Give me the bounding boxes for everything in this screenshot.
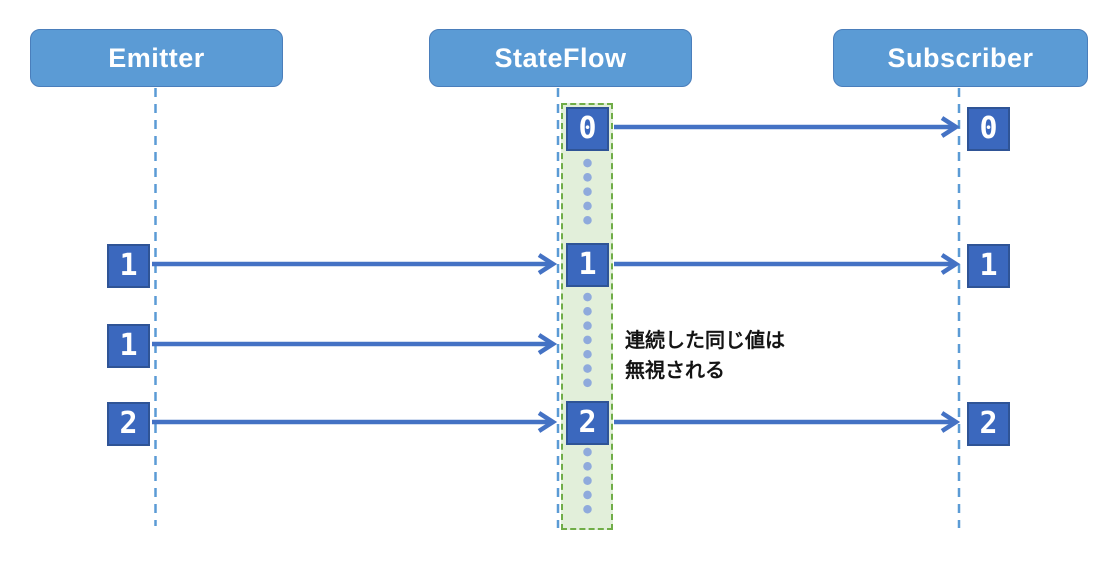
emitter-value-box: 2: [107, 402, 150, 446]
arrowhead-icon: [537, 411, 558, 433]
subscriber-value-box: 2: [967, 402, 1010, 446]
annotation-line-2: 無視される: [625, 360, 725, 382]
arrowhead-icon: [940, 411, 961, 433]
arrowhead-icon: [940, 253, 961, 275]
arrowhead-icon: [940, 116, 961, 138]
emitter-value-box: 1: [107, 244, 150, 288]
subscriber-value-box: 0: [967, 107, 1010, 151]
arrowhead-icon: [537, 333, 558, 355]
subscriber-header: Subscriber: [833, 29, 1088, 87]
arrowhead-icon: [537, 253, 558, 275]
stateflow-value-box: 0: [566, 107, 609, 151]
emitter-value-box: 1: [107, 324, 150, 368]
stateflow-value-box: 2: [566, 401, 609, 445]
stateflow-value-box: 1: [566, 243, 609, 287]
subscriber-value-box: 1: [967, 244, 1010, 288]
stateflow-header: StateFlow: [429, 29, 692, 87]
conflation-annotation: 連続した同じ値は 無視される: [625, 326, 785, 386]
emitter-header: Emitter: [30, 29, 283, 87]
annotation-line-1: 連続した同じ値は: [625, 330, 785, 352]
